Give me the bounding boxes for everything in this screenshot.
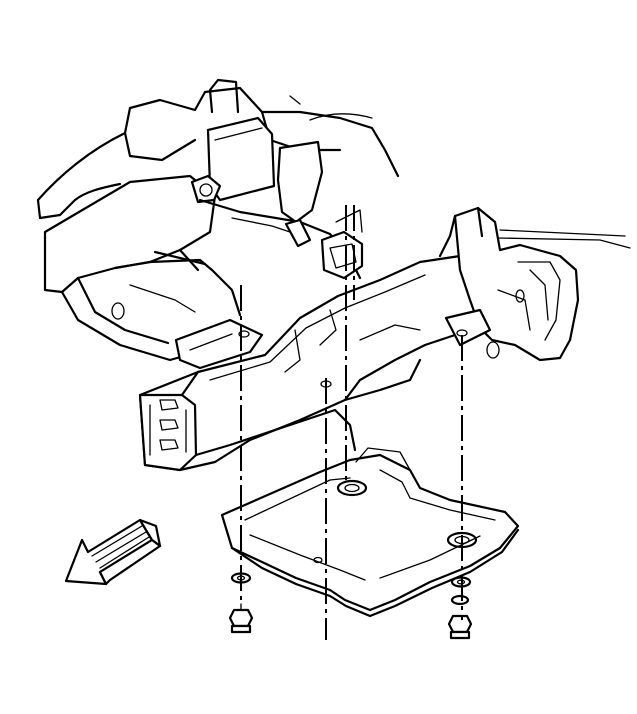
right-frame-rail [438,206,631,362]
left-bolt-assembly [228,572,254,634]
engine-mount [190,78,364,280]
left-frame-rail [43,174,242,362]
crossmember [138,254,507,472]
alignment-lines [240,205,463,640]
right-bolt-assembly [447,576,473,640]
front-direction-arrow-icon [64,518,162,586]
skid-plate [220,447,520,618]
